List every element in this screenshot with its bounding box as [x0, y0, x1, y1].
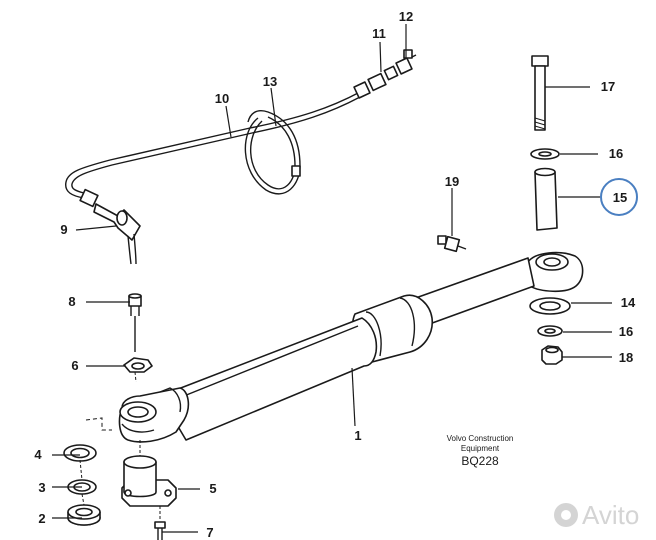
sleeve-15	[534, 167, 558, 231]
assembly-line-6	[134, 371, 137, 383]
callout-17: 17	[601, 79, 615, 94]
nipple-fitting	[395, 49, 417, 75]
washer-16-bottom	[537, 325, 563, 337]
elbow-fitting	[93, 203, 141, 265]
callout-8: 8	[68, 294, 75, 309]
watermark: Avito	[554, 500, 639, 530]
pipe-clamp	[244, 110, 301, 195]
pin-bracket-5	[121, 455, 177, 507]
callout-16-top: 16	[609, 146, 623, 161]
callout-7: 7	[206, 525, 213, 540]
callout-1: 1	[354, 428, 361, 443]
nut-18	[541, 345, 563, 365]
callout-10: 10	[215, 91, 229, 106]
bolt-17	[531, 55, 549, 131]
watermark-text: Avito	[582, 500, 639, 530]
assembly-line-3	[81, 493, 85, 506]
pipe-nut-left	[79, 188, 99, 208]
washer-14	[529, 297, 571, 315]
callout-19: 19	[445, 174, 459, 189]
callout-2: 2	[38, 511, 45, 526]
caption-block: Volvo Construction Equipment BQ228	[447, 434, 514, 468]
callout-6: 6	[71, 358, 78, 373]
callout-16-bottom: 16	[619, 324, 633, 339]
callout-11: 11	[372, 26, 386, 41]
callout-14: 14	[621, 295, 636, 310]
callout-labels: 1 2 3 4 5 6 7 8 9 10 11 12 13 14 15 16 1…	[34, 9, 638, 540]
caption-code: BQ228	[461, 454, 499, 468]
washer-16-top	[530, 148, 560, 160]
union-fitting	[353, 65, 399, 99]
hydraulic-cylinder	[118, 251, 584, 443]
callout-4: 4	[34, 447, 42, 462]
callout-9: 9	[60, 222, 67, 237]
highlight-ring-15	[600, 178, 638, 216]
caption-company: Volvo Construction	[447, 434, 514, 443]
callout-15: 15	[613, 190, 627, 205]
washer-4	[63, 444, 97, 462]
assembly-line-pin	[85, 417, 112, 431]
grease-nipple-19	[437, 235, 467, 253]
callout-3: 3	[38, 480, 45, 495]
screw-7	[154, 521, 166, 540]
assembly-line-4	[79, 459, 83, 481]
callout-5: 5	[209, 481, 216, 496]
caption-subtitle: Equipment	[461, 444, 500, 453]
connector-nipple	[128, 293, 142, 352]
hydraulic-pipe	[65, 91, 361, 199]
callout-12: 12	[399, 9, 413, 24]
leader-lines	[52, 24, 612, 533]
callout-18: 18	[619, 350, 633, 365]
seal-washer-6	[123, 357, 153, 373]
callout-13: 13	[263, 74, 277, 89]
bushing-2	[67, 504, 101, 526]
